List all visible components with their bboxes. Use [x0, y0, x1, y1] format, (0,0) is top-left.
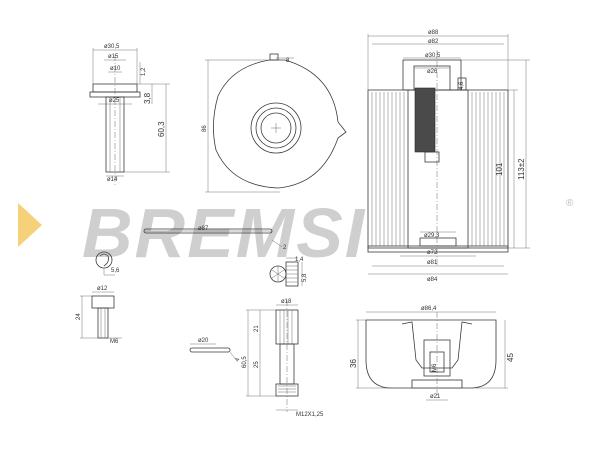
dim-housing-45: 45 [506, 353, 515, 362]
small-clip [95, 251, 115, 276]
dim-ring-d87: ø87 [198, 226, 209, 232]
dim-tube-inner: ø10 [110, 66, 121, 72]
dim-tube-mid: ø15 [108, 54, 119, 60]
dim-housing-d21: ø21 [430, 394, 441, 400]
pleats-right [471, 92, 505, 246]
dim-filter-total: 113±2 [517, 158, 526, 180]
dim-filter-d29-3: ø29,3 [424, 233, 440, 239]
dim-tube-outer: ø30,5 [104, 44, 120, 50]
dim-clip-24: 24 [76, 313, 82, 320]
dim-oring-4: 4 [235, 357, 242, 363]
sealing-ring [143, 228, 283, 248]
dim-housing-d86-4: ø86,4 [421, 306, 437, 312]
dim-housing-36: 36 [349, 359, 358, 368]
dim-clip-m6: M6 [110, 339, 119, 345]
dim-filter-height: 101 [495, 162, 504, 176]
dim-spring-5-8: 5,8 [302, 273, 308, 282]
dim-ring-2: 2 [283, 245, 287, 251]
dim-clip-5-6: 5,6 [111, 268, 120, 274]
dim-tube-bottom: ø14 [107, 177, 118, 183]
dim-stud-21: 21 [254, 325, 260, 332]
housing-bowl [356, 311, 508, 401]
dim-stud-25: 25 [254, 361, 260, 368]
filter-lid [205, 53, 347, 193]
dim-tube-h1: 3,8 [143, 92, 152, 104]
dim-filter-d84: ø84 [427, 277, 438, 283]
dim-housing-m6: M6 [432, 363, 438, 372]
brand-accent-shape [18, 203, 42, 247]
dim-filter-d26: ø26 [427, 69, 438, 75]
dim-tube-flange: ø25 [109, 98, 120, 104]
screw-part [80, 291, 122, 339]
o-ring [189, 343, 237, 361]
dim-filter-d81: ø81 [427, 260, 438, 266]
dim-filter-top: ø88 [428, 30, 439, 36]
dim-stud-60-5: 60,5 [242, 356, 248, 368]
tube-part [89, 48, 170, 186]
dim-filter-d4-6: 4,6 [459, 81, 465, 90]
dim-stud-d18: ø18 [281, 299, 292, 305]
dim-clip-d12: ø12 [97, 286, 108, 292]
dim-filter-d72: ø72 [427, 250, 438, 256]
dim-lid-small: 8 [286, 58, 290, 64]
filter-cartridge [367, 34, 530, 275]
pleats-left [371, 92, 405, 246]
dim-lid-width: 86 [202, 125, 208, 132]
dim-tube-height: 60,3 [157, 121, 166, 137]
dim-spring-1-4: 1,4 [295, 257, 304, 263]
spring-part [269, 257, 303, 287]
dim-filter-d30-5: ø30,5 [425, 53, 441, 59]
threaded-stud [246, 300, 299, 412]
dim-oring-d20: ø20 [198, 338, 209, 344]
dim-stud-thread: M12X1,25 [296, 412, 324, 418]
dim-filter-d82: ø82 [428, 39, 439, 45]
dim-tube-small: 1,2 [141, 67, 147, 76]
registered-mark: ® [566, 198, 574, 209]
